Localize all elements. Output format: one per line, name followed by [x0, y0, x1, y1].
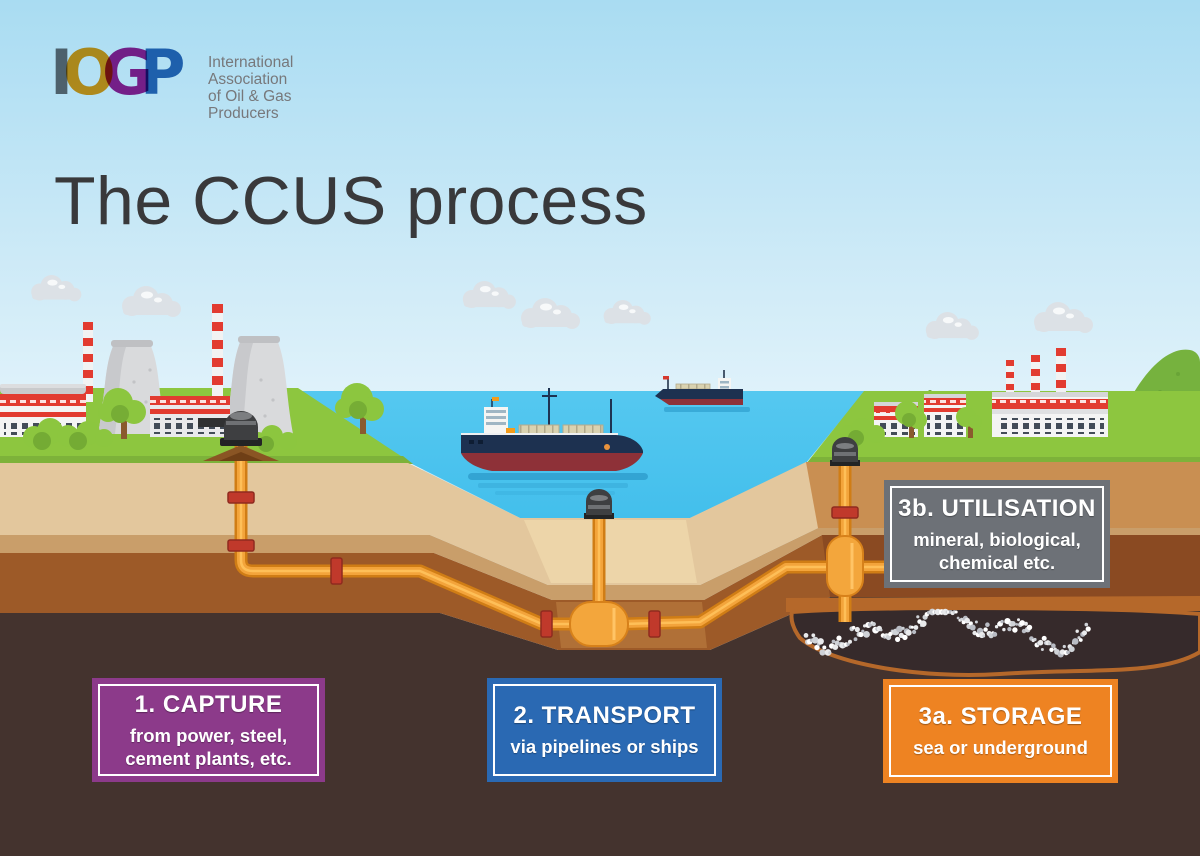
utilisation-title: 3b. UTILISATION: [898, 494, 1096, 522]
cargo-ship-large: [461, 388, 648, 495]
pipe-flange: [648, 610, 661, 638]
pipeline-junction-vessel: [569, 601, 629, 647]
co2-storage-reservoir: [786, 596, 1200, 677]
logo-org-name: International Association of Oil & Gas P…: [208, 42, 293, 122]
logo-letter-p: P: [140, 36, 186, 109]
pipe-flange: [831, 506, 859, 519]
transport-label-box: 2. TRANSPORT via pipelines or ships: [487, 678, 722, 782]
logo-org-line: of Oil & Gas: [208, 88, 292, 105]
logo-org-line: Producers: [208, 105, 279, 122]
trees-left: [98, 383, 384, 439]
utilisation-vessel: [826, 535, 864, 597]
storage-label-inner: 3a. STORAGE sea or underground: [889, 685, 1112, 777]
logo-letter-g: G: [102, 36, 153, 109]
transport-label-inner: 2. TRANSPORT via pipelines or ships: [493, 684, 716, 776]
storage-title: 3a. STORAGE: [918, 703, 1083, 730]
logo-org-line: International: [208, 54, 294, 71]
power-plant: [0, 304, 293, 437]
chimney-icon: [83, 304, 223, 402]
iogp-logo-letters: I O G P: [50, 42, 192, 110]
transport-desc-line1: via pipelines or ships: [510, 736, 699, 757]
pipe-flange: [227, 539, 255, 552]
capture-label-box: 1. CAPTURE from power, steel, cement pla…: [92, 678, 325, 782]
seabed-wellhead: [584, 489, 614, 519]
chimney-icon: [1006, 348, 1066, 394]
capture-wellhead: [198, 411, 279, 461]
cargo-ship-small: [655, 370, 750, 412]
utilisation-desc-line1: mineral, biological,: [913, 528, 1081, 550]
logo-letter-i: I: [50, 36, 74, 109]
capture-title: 1. CAPTURE: [134, 690, 283, 718]
pipe-flange: [540, 610, 553, 638]
capture-desc-line1: from power, steel,: [129, 724, 288, 746]
co2-pipeline: [227, 440, 938, 647]
trees-right: [840, 401, 982, 446]
cooling-tower-icon: [98, 336, 293, 434]
transport-title: 2. TRANSPORT: [513, 702, 696, 729]
logo-letter-o: O: [63, 36, 116, 109]
page-title: The CCUS process: [54, 163, 648, 239]
storage-desc-line1: sea or underground: [913, 737, 1088, 758]
capture-label-inner: 1. CAPTURE from power, steel, cement pla…: [98, 684, 319, 776]
utilisation-desc-line2: chemical etc.: [938, 551, 1056, 573]
storage-label-box: 3a. STORAGE sea or underground: [883, 679, 1118, 783]
co2-bubbles: [803, 608, 1091, 658]
utilisation-label-inner: 3b. UTILISATION mineral, biological, che…: [890, 486, 1104, 582]
capture-desc-line2: cement plants, etc.: [125, 747, 292, 769]
pipe-flange: [227, 491, 255, 504]
logo-org-line: Association: [208, 71, 288, 88]
iogp-logo: I O G P International Association of Oil…: [50, 42, 293, 123]
utilisation-wellhead: [830, 437, 860, 466]
pipe-flange: [330, 557, 343, 585]
utilisation-label-box: 3b. UTILISATION mineral, biological, che…: [884, 480, 1110, 588]
